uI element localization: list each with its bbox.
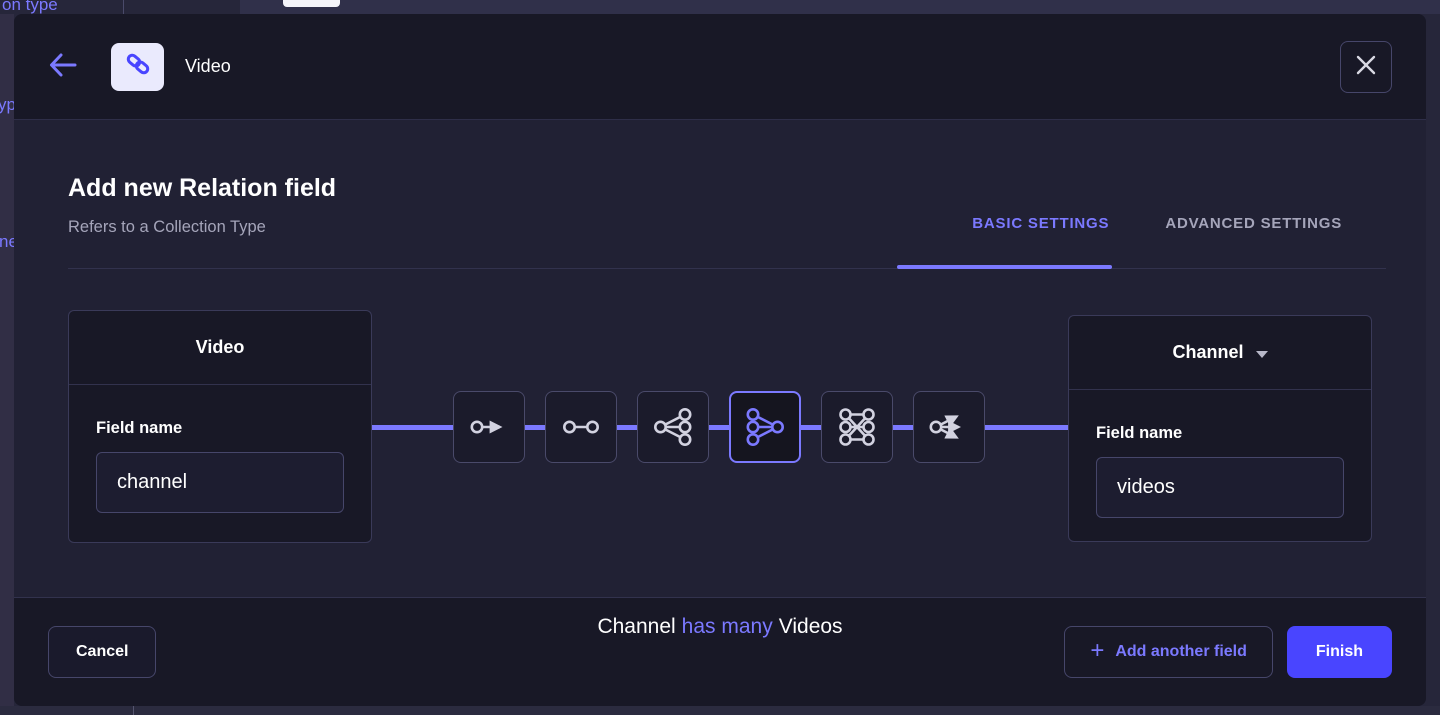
- dialog-title: Add new Relation field: [68, 174, 337, 202]
- modal-footer: Cancel + Add another field Finish: [14, 597, 1426, 706]
- chevron-down-icon: [1255, 350, 1268, 358]
- finish-button[interactable]: Finish: [1286, 626, 1392, 678]
- one-to-one-icon: [559, 405, 603, 449]
- relation-one-to-one-button[interactable]: [545, 391, 617, 463]
- background-divider: [133, 706, 134, 715]
- modal-title: Video: [185, 56, 231, 76]
- footer-actions: + Add another field Finish: [1064, 626, 1392, 678]
- relation-sentence: Channel has many Videos: [371, 615, 1069, 639]
- close-icon: [1355, 54, 1377, 79]
- field-name-label: Field name: [1096, 424, 1183, 442]
- relation-sentence-verb: has many: [681, 615, 773, 638]
- target-card-body: Field name: [1069, 390, 1371, 518]
- relation-one-to-many-button[interactable]: [637, 391, 709, 463]
- relation-one-way-button[interactable]: [453, 391, 525, 463]
- relation-sentence-object: Videos: [778, 615, 843, 638]
- relation-many-to-one-button[interactable]: [729, 391, 801, 463]
- target-collection-title: Channel: [1172, 342, 1244, 362]
- plus-icon: +: [1090, 637, 1105, 664]
- relation-type-selector: [453, 391, 985, 463]
- modal-body: Add new Relation field Refers to a Colle…: [14, 120, 1426, 638]
- background-divider: [123, 0, 124, 14]
- many-to-one-icon: [743, 405, 787, 449]
- modal-header: Video: [14, 14, 1426, 120]
- background-text-fragment: ne: [0, 232, 14, 251]
- link-icon: [124, 50, 152, 83]
- close-button[interactable]: [1340, 40, 1392, 93]
- settings-tabs: BASIC SETTINGS ADVANCED SETTINGS: [972, 215, 1342, 232]
- relation-many-way-button[interactable]: [913, 391, 985, 463]
- background-text-fragment: yp: [0, 95, 14, 114]
- target-field-name-input[interactable]: [1096, 457, 1344, 518]
- active-tab-indicator: [897, 265, 1112, 269]
- source-collection-title: Video: [69, 311, 371, 385]
- target-collection-card: Channel Field name: [1068, 315, 1372, 542]
- relation-connector-line: [371, 425, 1069, 430]
- background-panel: [240, 0, 1440, 14]
- background-text-fragment: on type: [2, 0, 58, 14]
- arrow-left-icon: [48, 51, 78, 82]
- add-relation-field-modal: Video Add new Relation field Refers to a…: [14, 14, 1426, 706]
- many-to-many-icon: [835, 405, 879, 449]
- one-to-many-icon: [651, 405, 695, 449]
- cancel-button[interactable]: Cancel: [48, 626, 157, 678]
- background-page-left: yp ne: [0, 14, 14, 706]
- target-collection-dropdown[interactable]: Channel: [1069, 316, 1371, 390]
- tab-advanced-settings[interactable]: ADVANCED SETTINGS: [1165, 215, 1342, 232]
- background-page-bottom: [0, 706, 1440, 715]
- many-way-icon: [927, 405, 971, 449]
- back-button[interactable]: [48, 52, 78, 82]
- source-field-name-input[interactable]: [96, 452, 344, 513]
- relation-sentence-subject: Channel: [597, 615, 676, 638]
- tab-basic-settings[interactable]: BASIC SETTINGS: [972, 215, 1110, 232]
- dialog-subtitle: Refers to a Collection Type: [68, 218, 266, 236]
- source-card-body: Field name: [69, 385, 371, 513]
- relation-many-to-many-button[interactable]: [821, 391, 893, 463]
- add-another-field-button[interactable]: + Add another field: [1064, 626, 1273, 678]
- field-name-label: Field name: [96, 419, 183, 437]
- relation-type-badge: [111, 42, 164, 91]
- one-way-icon: [467, 405, 511, 449]
- background-page-top: on type: [0, 0, 1440, 14]
- add-another-field-label: Add another field: [1115, 643, 1247, 660]
- background-button-fragment: [283, 0, 340, 7]
- divider: [68, 268, 1386, 269]
- source-collection-card: Video Field name: [68, 310, 372, 543]
